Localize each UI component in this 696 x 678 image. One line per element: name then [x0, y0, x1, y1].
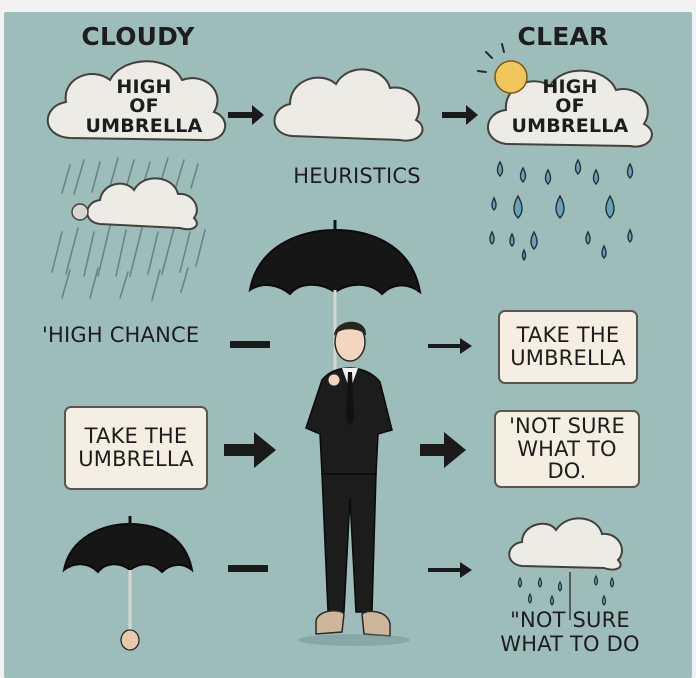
cloud-right-line2: OF — [500, 97, 640, 116]
not-sure-bottom-text: "NOT SURE WHAT TO DO — [490, 608, 650, 656]
person-icon — [298, 322, 410, 646]
arrow-right-icon — [428, 562, 472, 578]
arrow-right-icon — [228, 105, 264, 125]
take-umbrella-left-box: TAKE THE UMBRELLA — [64, 406, 208, 490]
umbrella-open-icon — [250, 220, 420, 380]
cloud-small-rain-icon — [87, 178, 197, 229]
cloud-right-text: HIGH OF UMBRELLA — [500, 78, 640, 136]
not-sure-bottom-line1: "NOT SURE — [490, 608, 650, 632]
cloud-bottom-right-icon — [509, 518, 622, 569]
take-umbrella-left-line2: UMBRELLA — [78, 448, 194, 471]
arrow-right-icon — [428, 338, 472, 354]
puff-icon — [72, 204, 88, 220]
take-umbrella-left-line1: TAKE THE — [78, 425, 194, 448]
high-chance-label: 'HIGH CHANCE — [42, 324, 214, 346]
arrow-right-icon — [442, 105, 478, 125]
heading-cloudy: CLOUDY — [78, 24, 198, 50]
heading-heuristics: HEURISTICS — [282, 165, 432, 187]
take-umbrella-right-line1: TAKE THE — [510, 324, 626, 347]
cloud-left-text: HIGH OF UMBRELLA — [74, 78, 214, 136]
not-sure-box: 'NOT SURE WHAT TO DO. — [494, 410, 640, 488]
raindrops-icon — [490, 160, 633, 260]
take-umbrella-right-box: TAKE THE UMBRELLA — [498, 310, 638, 384]
umbrella-small-icon — [64, 516, 192, 650]
cloud-left-line2: OF — [74, 97, 214, 116]
not-sure-bottom-line2: WHAT TO DO — [490, 632, 650, 656]
cloud-right-line3: UMBRELLA — [500, 117, 640, 136]
not-sure-box-line1: 'NOT SURE — [496, 415, 638, 438]
arrow-right-icon — [420, 432, 466, 468]
arrow-right-icon — [224, 432, 276, 468]
cloud-left-line3: UMBRELLA — [74, 117, 214, 136]
take-umbrella-right-text: TAKE THE UMBRELLA — [510, 324, 626, 369]
heading-clear: CLEAR — [508, 24, 618, 50]
dash-icon — [228, 565, 268, 572]
take-umbrella-left-text: TAKE THE UMBRELLA — [78, 425, 194, 470]
dash-icon — [230, 341, 270, 348]
take-umbrella-right-line2: UMBRELLA — [510, 347, 626, 370]
raindrops-bottom-icon — [519, 576, 614, 605]
not-sure-box-text: 'NOT SURE WHAT TO DO. — [496, 415, 638, 483]
cloud-middle-icon — [275, 69, 423, 140]
not-sure-box-line2: WHAT TO DO. — [496, 438, 638, 483]
